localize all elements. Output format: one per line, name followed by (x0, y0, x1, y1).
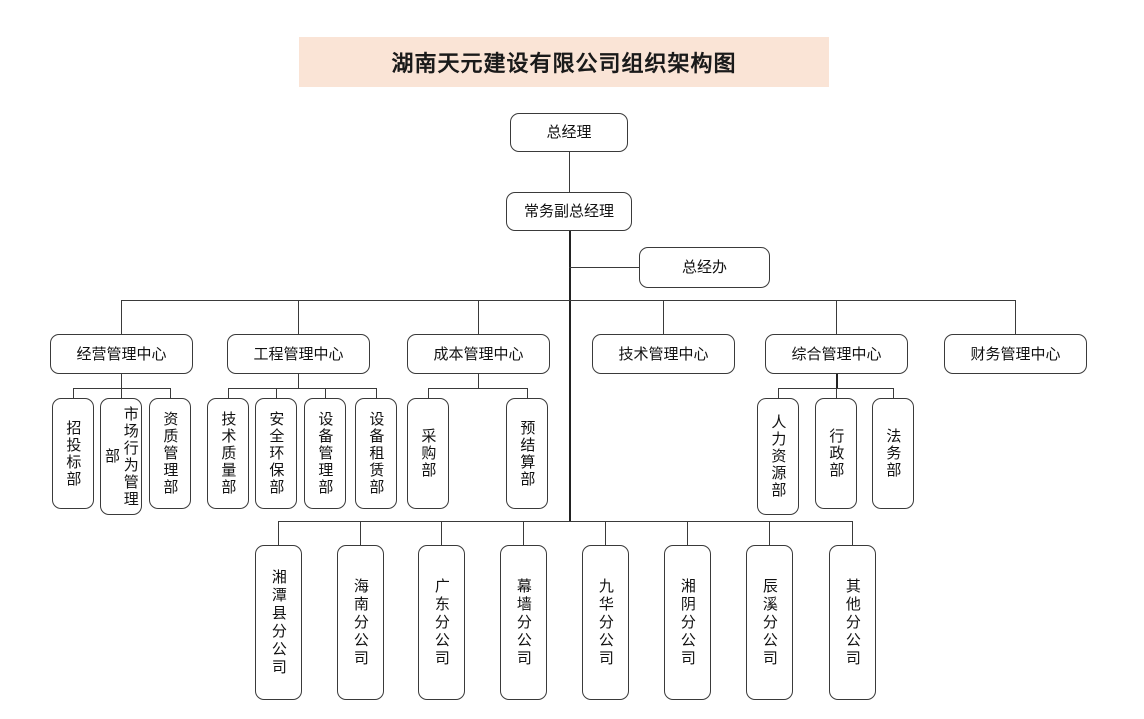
node-center-general-admin[interactable]: 综合管理中心 (765, 334, 908, 374)
node-branch-chenxi-label: 辰溪分公司 (760, 577, 779, 668)
connector-operations-to-bidding (73, 388, 74, 398)
node-dept-procurement[interactable]: 采购部 (407, 398, 449, 509)
connector-bus-to-branch-xiangtan (278, 521, 279, 545)
node-dept-safety-env[interactable]: 安全环保部 (255, 398, 297, 509)
connector-bus-to-cost (478, 300, 479, 335)
node-dept-bidding[interactable]: 招投标部 (52, 398, 94, 509)
node-dept-equipment-lease-label: 设备租赁部 (367, 411, 386, 496)
node-dept-safety-env-label: 安全环保部 (267, 411, 286, 496)
node-center-finance-label: 财务管理中心 (970, 344, 1061, 363)
connector-bus-to-branch-xiangyin (687, 521, 688, 545)
node-center-finance[interactable]: 财务管理中心 (944, 334, 1087, 374)
node-branch-guangdong-label: 广东分公司 (432, 577, 451, 668)
connector-cost-stem (478, 374, 479, 388)
connector-bus-to-general-admin (836, 300, 837, 335)
connector-engineering-bus (228, 388, 376, 389)
node-branch-xiangtan[interactable]: 湘潭县分公司 (255, 545, 302, 700)
node-branch-jiuhua-label: 九华分公司 (596, 577, 615, 668)
connector-engineering-to-equipment-lease (376, 388, 377, 398)
node-dept-market-conduct-label: 市场行为管理部 (103, 405, 140, 508)
node-center-operations[interactable]: 经营管理中心 (50, 334, 193, 374)
node-branch-xiangtan-label: 湘潭县分公司 (269, 568, 288, 677)
connector-cost-to-budget-settlement (527, 388, 528, 398)
connector-branches-bus (278, 521, 853, 522)
node-branch-xiangyin-label: 湘阴分公司 (678, 577, 697, 668)
node-general-manager-label: 总经理 (546, 123, 592, 142)
node-branch-others[interactable]: 其他分公司 (829, 545, 876, 700)
node-dept-administration[interactable]: 行政部 (815, 398, 857, 509)
connector-main-trunk (569, 231, 571, 521)
node-center-technology-label: 技术管理中心 (618, 344, 709, 363)
node-branch-others-label: 其他分公司 (843, 577, 862, 668)
node-branch-jiuhua[interactable]: 九华分公司 (582, 545, 629, 700)
chart-title-banner: 湖南天元建设有限公司组织架构图 (299, 37, 829, 87)
node-branch-guangdong[interactable]: 广东分公司 (418, 545, 465, 700)
node-dept-budget-settlement[interactable]: 预结算部 (506, 398, 548, 509)
chart-title-text: 湖南天元建设有限公司组织架构图 (391, 52, 737, 77)
connector-operations-stem (121, 374, 122, 388)
connector-operations-to-qualification (170, 388, 171, 398)
connector-bus-to-branch-guangdong (441, 521, 442, 545)
connector-bus-to-finance (1015, 300, 1016, 335)
node-center-technology[interactable]: 技术管理中心 (592, 334, 735, 374)
node-executive-deputy-gm-label: 常务副总经理 (523, 202, 614, 221)
node-dept-qualification[interactable]: 资质管理部 (149, 398, 191, 509)
connector-bus-to-operations (121, 300, 122, 335)
node-center-engineering-label: 工程管理中心 (253, 344, 344, 363)
node-dept-human-resources[interactable]: 人力资源部 (757, 398, 799, 515)
node-center-cost[interactable]: 成本管理中心 (407, 334, 550, 374)
node-executive-deputy-gm[interactable]: 常务副总经理 (506, 192, 632, 231)
node-center-engineering[interactable]: 工程管理中心 (227, 334, 370, 374)
node-center-cost-label: 成本管理中心 (433, 344, 524, 363)
node-gm-office-label: 总经办 (681, 258, 727, 277)
node-branch-xiangyin[interactable]: 湘阴分公司 (664, 545, 711, 700)
connector-bus-to-branch-curtain-wall (523, 521, 524, 545)
node-dept-administration-label: 行政部 (827, 428, 846, 479)
connector-trunk-to-gm-office (569, 267, 639, 268)
node-dept-equipment-lease[interactable]: 设备租赁部 (355, 398, 397, 509)
connector-general-admin-stem (836, 374, 838, 388)
node-branch-curtain-wall-label: 幕墙分公司 (514, 577, 533, 668)
node-center-general-admin-label: 综合管理中心 (791, 344, 882, 363)
connector-general-admin-to-legal (893, 388, 894, 398)
connector-bus-to-branch-others (852, 521, 853, 545)
connector-bus-to-technology (663, 300, 664, 335)
node-branch-hainan-label: 海南分公司 (351, 577, 370, 668)
connector-bus-to-branch-hainan (360, 521, 361, 545)
node-dept-legal-affairs[interactable]: 法务部 (872, 398, 914, 509)
connector-engineering-stem (298, 374, 299, 388)
node-dept-human-resources-label: 人力资源部 (769, 414, 788, 499)
node-dept-tech-quality[interactable]: 技术质量部 (207, 398, 249, 509)
connector-cost-bus (428, 388, 528, 389)
node-branch-hainan[interactable]: 海南分公司 (337, 545, 384, 700)
connector-bus-to-engineering (298, 300, 299, 335)
connector-engineering-to-tech-quality (228, 388, 229, 398)
connector-cost-to-procurement (428, 388, 429, 398)
connector-engineering-to-safety-env (276, 388, 277, 398)
node-dept-procurement-label: 采购部 (419, 428, 438, 479)
node-dept-equipment-mgmt[interactable]: 设备管理部 (304, 398, 346, 509)
connector-gm-to-deputy (569, 152, 570, 192)
connector-bus-to-branch-jiuhua (605, 521, 606, 545)
node-dept-market-conduct[interactable]: 市场行为管理部 (100, 398, 142, 515)
node-dept-tech-quality-label: 技术质量部 (219, 411, 238, 496)
connector-operations-to-market-conduct (121, 388, 122, 398)
node-dept-qualification-label: 资质管理部 (161, 411, 180, 496)
connector-general-admin-to-administration (836, 388, 837, 398)
connector-engineering-to-equipment-mgmt (325, 388, 326, 398)
node-branch-curtain-wall[interactable]: 幕墙分公司 (500, 545, 547, 700)
node-branch-chenxi[interactable]: 辰溪分公司 (746, 545, 793, 700)
connector-general-admin-to-hr (778, 388, 779, 398)
connector-centers-bus (121, 300, 1016, 301)
node-center-operations-label: 经营管理中心 (76, 344, 167, 363)
node-dept-legal-affairs-label: 法务部 (884, 428, 903, 479)
node-dept-budget-settlement-label: 预结算部 (518, 419, 537, 488)
node-dept-equipment-mgmt-label: 设备管理部 (316, 411, 335, 496)
node-gm-office[interactable]: 总经办 (639, 247, 770, 288)
node-general-manager[interactable]: 总经理 (510, 113, 628, 152)
node-dept-bidding-label: 招投标部 (64, 419, 83, 488)
connector-bus-to-branch-chenxi (769, 521, 770, 545)
